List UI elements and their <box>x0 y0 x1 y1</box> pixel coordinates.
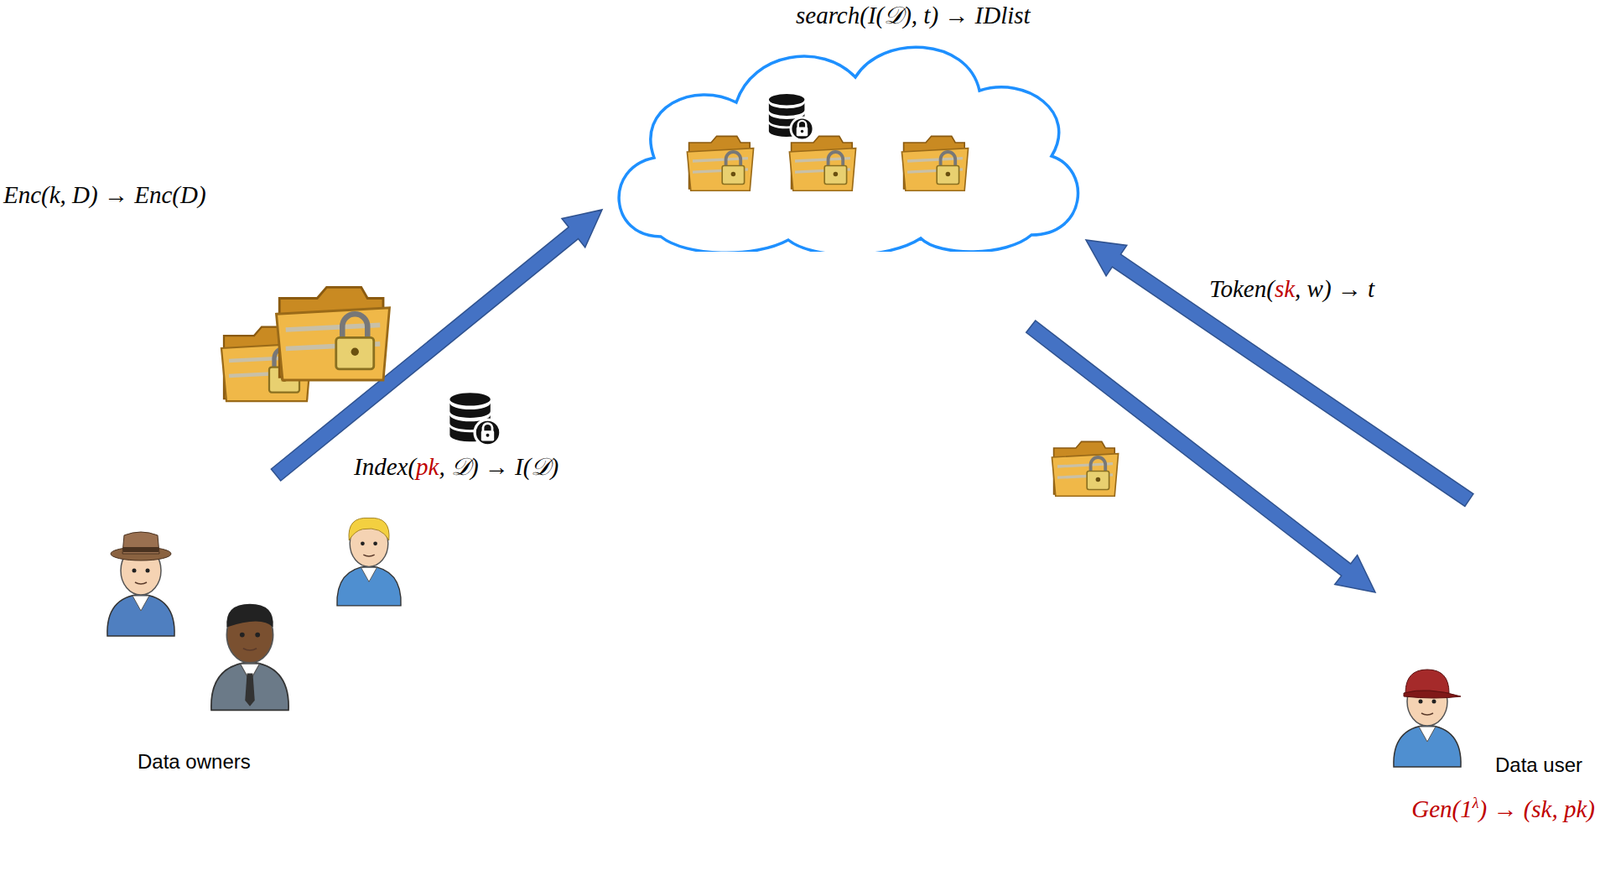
node-label: Data user <box>1495 752 1583 778</box>
flow-arrow <box>1085 239 1474 507</box>
actor: Data userGen(1λ) → (sk, pk) <box>1375 499 1597 831</box>
cloud-path <box>618 46 1078 252</box>
person-figure <box>337 517 401 606</box>
formula-label: Gen(1λ) → (sk, pk) <box>1411 793 1595 824</box>
cloud-outline <box>602 0 1086 252</box>
flow-arrow <box>1026 320 1376 593</box>
database-icon <box>449 392 501 446</box>
database-icon <box>768 93 814 141</box>
folder-icon <box>789 135 856 191</box>
flow-arrow <box>270 209 603 481</box>
node-label: Data owners <box>137 748 251 775</box>
actor-group: Data owners <box>100 474 411 789</box>
folder-icon <box>276 286 390 380</box>
person-figure <box>1393 669 1461 767</box>
folder-icon <box>686 135 754 191</box>
people-figures <box>107 517 1461 767</box>
person-figure <box>211 603 289 711</box>
formula-label: Enc(k, D) → Enc(D) <box>1 179 208 210</box>
formula-label: Index(pk, 𝒟) → I(𝒟) <box>352 451 561 482</box>
person-figure <box>107 531 175 636</box>
folder-icon <box>1051 441 1118 496</box>
edge-label: Token(sk, w) → t <box>1207 273 1377 304</box>
folder-icon <box>901 135 968 191</box>
cloud-server: search(I(𝒟), t) → IDlist <box>602 0 1086 252</box>
formula-label: search(I(𝒟), t) → IDlist <box>795 0 1031 31</box>
